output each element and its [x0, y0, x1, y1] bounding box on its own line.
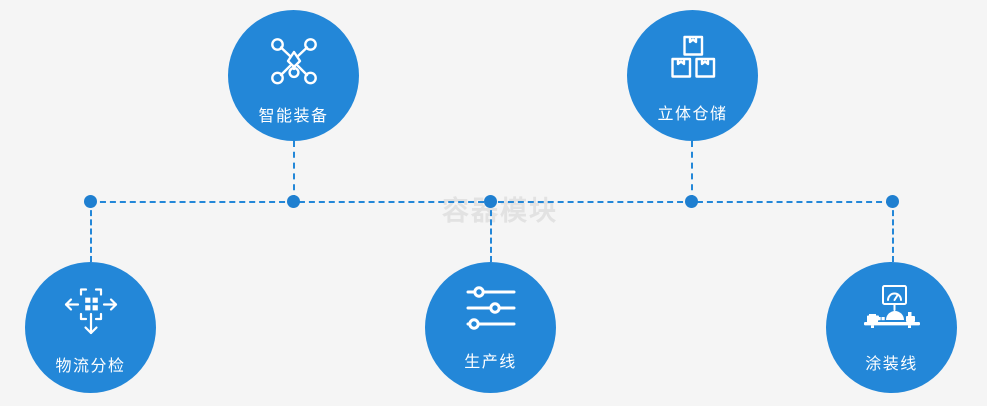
bubble-coating-line[interactable]: 涂装线 [826, 262, 957, 393]
branch-line-production-line [490, 201, 492, 262]
network-nodes-icon [267, 34, 321, 88]
bubble-logistics-sorting[interactable]: 物流分检 [25, 262, 156, 393]
branch-line-coating-line [892, 201, 894, 262]
bubble-smart-equipment[interactable]: 智能装备 [228, 10, 359, 141]
bubble-stereoscopic-storage[interactable]: 立体仓储 [627, 10, 758, 141]
bubble-label-production-line: 生产线 [464, 354, 517, 371]
branch-line-stereoscopic-storage [691, 141, 693, 201]
branch-line-logistics-sorting [90, 201, 92, 262]
bubble-label-smart-equipment: 智能装备 [258, 108, 329, 125]
bubble-label-logistics-sorting: 物流分检 [55, 358, 126, 375]
node-storage[interactable] [685, 195, 698, 208]
bubble-label-stereoscopic-storage: 立体仓储 [657, 106, 728, 123]
stacked-boxes-icon [666, 34, 720, 86]
bubble-production-line[interactable]: 生产线 [425, 262, 556, 393]
branch-line-smart-equipment [293, 141, 295, 201]
bubble-label-coating-line: 涂装线 [865, 356, 918, 373]
node-coating[interactable] [886, 195, 899, 208]
node-production[interactable] [484, 195, 497, 208]
node-sorting[interactable] [84, 195, 97, 208]
node-smart[interactable] [287, 195, 300, 208]
factory-machine-icon [862, 284, 922, 334]
sorting-scan-arrows-icon [62, 284, 120, 338]
sliders-icon [462, 284, 520, 332]
